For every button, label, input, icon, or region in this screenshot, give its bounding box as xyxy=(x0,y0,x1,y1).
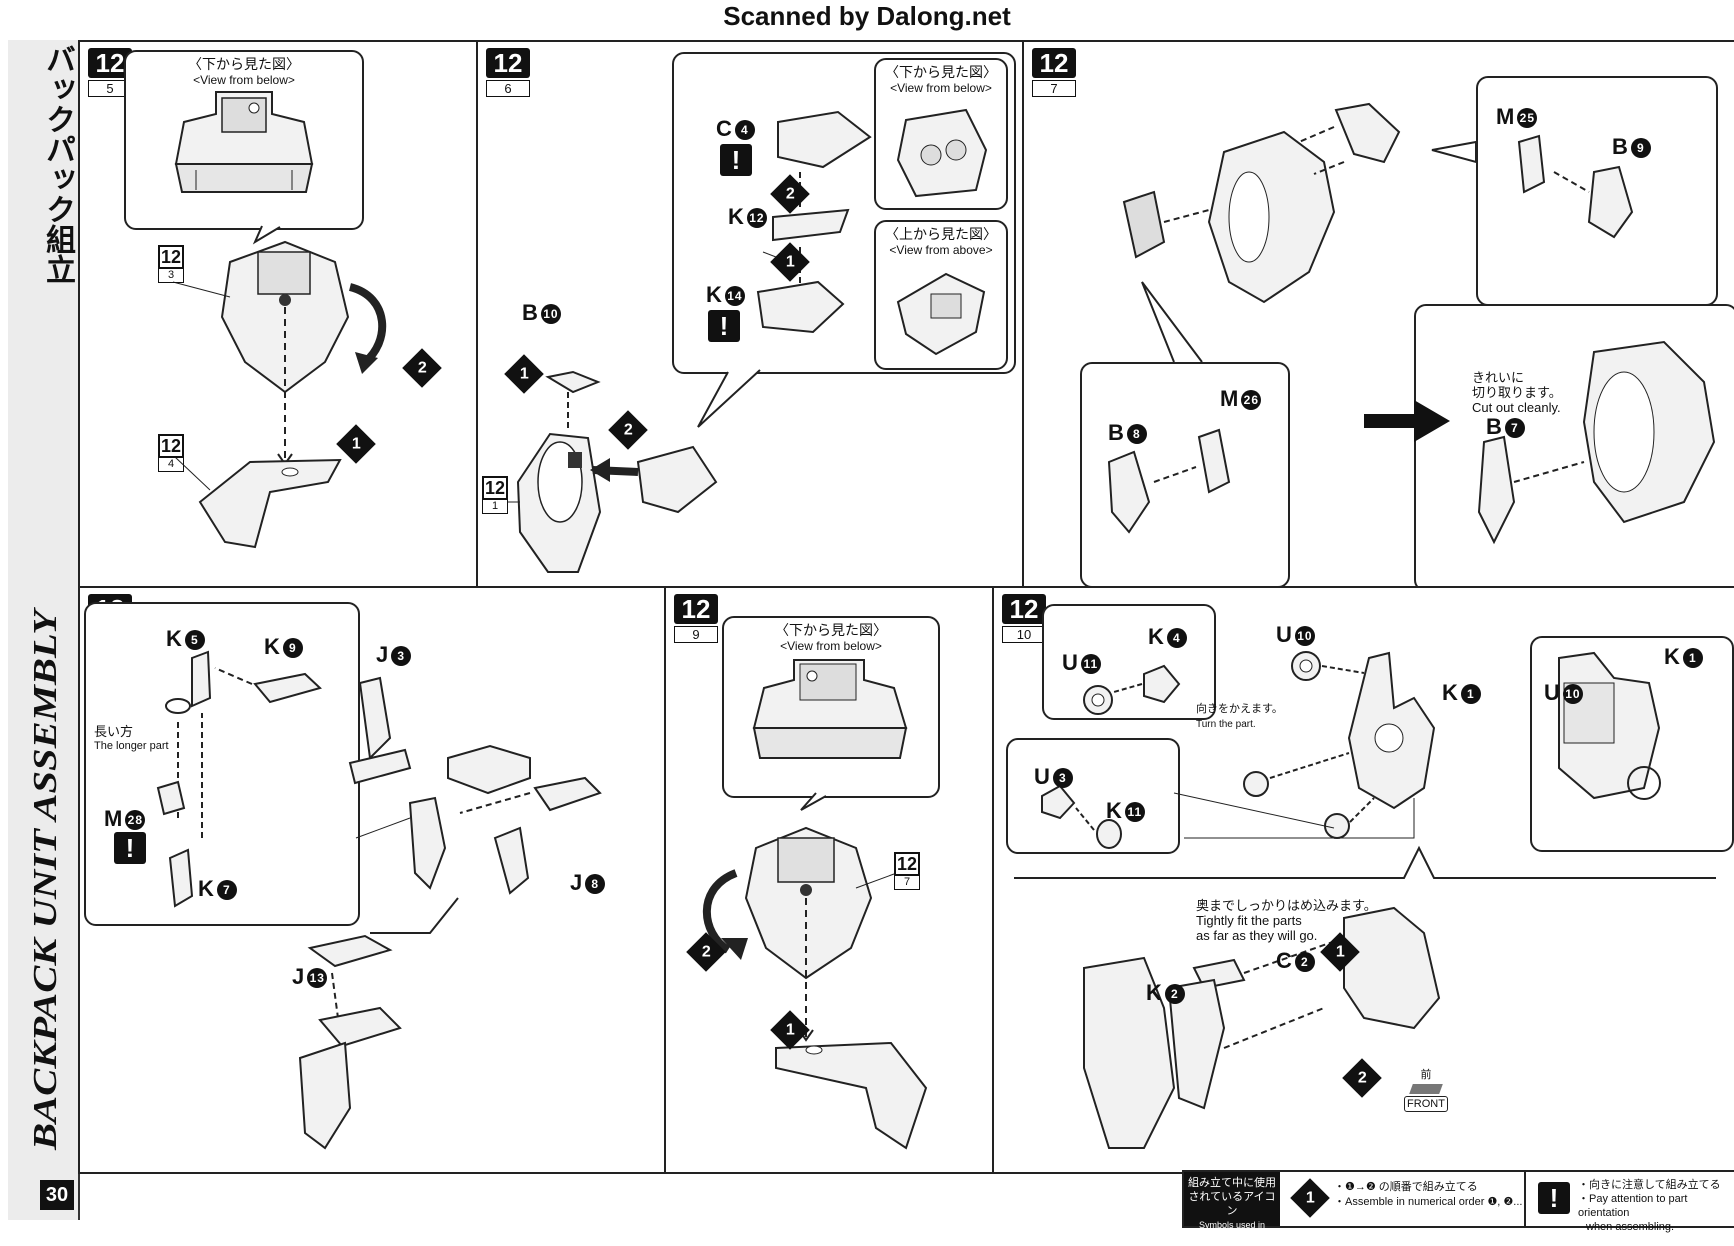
view-caption-jp: 〈下から見た図〉 xyxy=(775,622,887,638)
legend-warning-icon: ! xyxy=(1538,1182,1570,1214)
page-number: 30 xyxy=(40,1180,74,1210)
view-caption-jp: 〈下から見た図〉 xyxy=(188,56,300,72)
view-caption-jp: 〈下から見た図〉 xyxy=(885,64,997,80)
view-caption-en: <View from below> xyxy=(193,73,295,87)
part-drawing-above xyxy=(896,272,986,356)
view-above-box: 〈上から見た図〉 <View from above> xyxy=(874,220,1008,370)
part-drawing-below xyxy=(896,108,988,198)
section-title-jp: バックパック組立 xyxy=(41,44,74,284)
view-caption-jp: 〈上から見た図〉 xyxy=(885,226,997,242)
assembly-drawing xyxy=(702,792,928,1150)
warning-icon: ! xyxy=(720,144,752,176)
assembly-drawing xyxy=(1107,102,1716,545)
detail-view-box: 〈下から見た図〉 <View from below> xyxy=(722,616,940,798)
detail-view-box: 〈下から見た図〉 <View from below> xyxy=(124,50,364,230)
part-drawing-below xyxy=(174,91,314,193)
detail-box-middle xyxy=(1006,738,1180,854)
legend-warning-text: ・向きに注意して組み立てる・Pay attention to part orie… xyxy=(1578,1179,1721,1233)
detail-box xyxy=(84,602,360,926)
assembly-drawing xyxy=(172,225,387,549)
section-title-en: BACKPACK UNIT ASSEMBLY xyxy=(27,606,64,1151)
legend-order-icon: 1 xyxy=(1290,1178,1330,1218)
view-caption-en: <View from above> xyxy=(889,243,993,257)
assembly-drawing xyxy=(508,110,872,573)
legend-order-text: ・❶→❷ の順番で組み立てる・Assemble in numerical ord… xyxy=(1334,1181,1523,1208)
part-drawing-below xyxy=(752,659,908,759)
scan-credit: Scanned by Dalong.net xyxy=(723,1,1011,31)
warning-icon: ! xyxy=(114,832,146,864)
view-caption-en: <View from below> xyxy=(890,81,992,95)
detail-box-top xyxy=(1042,604,1216,720)
view-below-box: 〈下から見た図〉 <View from below> xyxy=(874,58,1008,210)
assembly-drawing xyxy=(1014,651,1716,1149)
front-direction-indicator: 前 FRONT xyxy=(1404,1066,1448,1112)
assembly-drawing xyxy=(156,650,602,1150)
turn-note: 向きをかえます。Turn the part. xyxy=(1196,703,1283,730)
view-caption-en: <View from below> xyxy=(780,639,882,653)
section-title-en-text: BACKPACK UNIT ASSEMBLY xyxy=(27,606,64,1151)
cut-note: きれいに切り取ります。Cut out cleanly. xyxy=(1472,370,1562,415)
warning-icon: ! xyxy=(708,310,740,342)
